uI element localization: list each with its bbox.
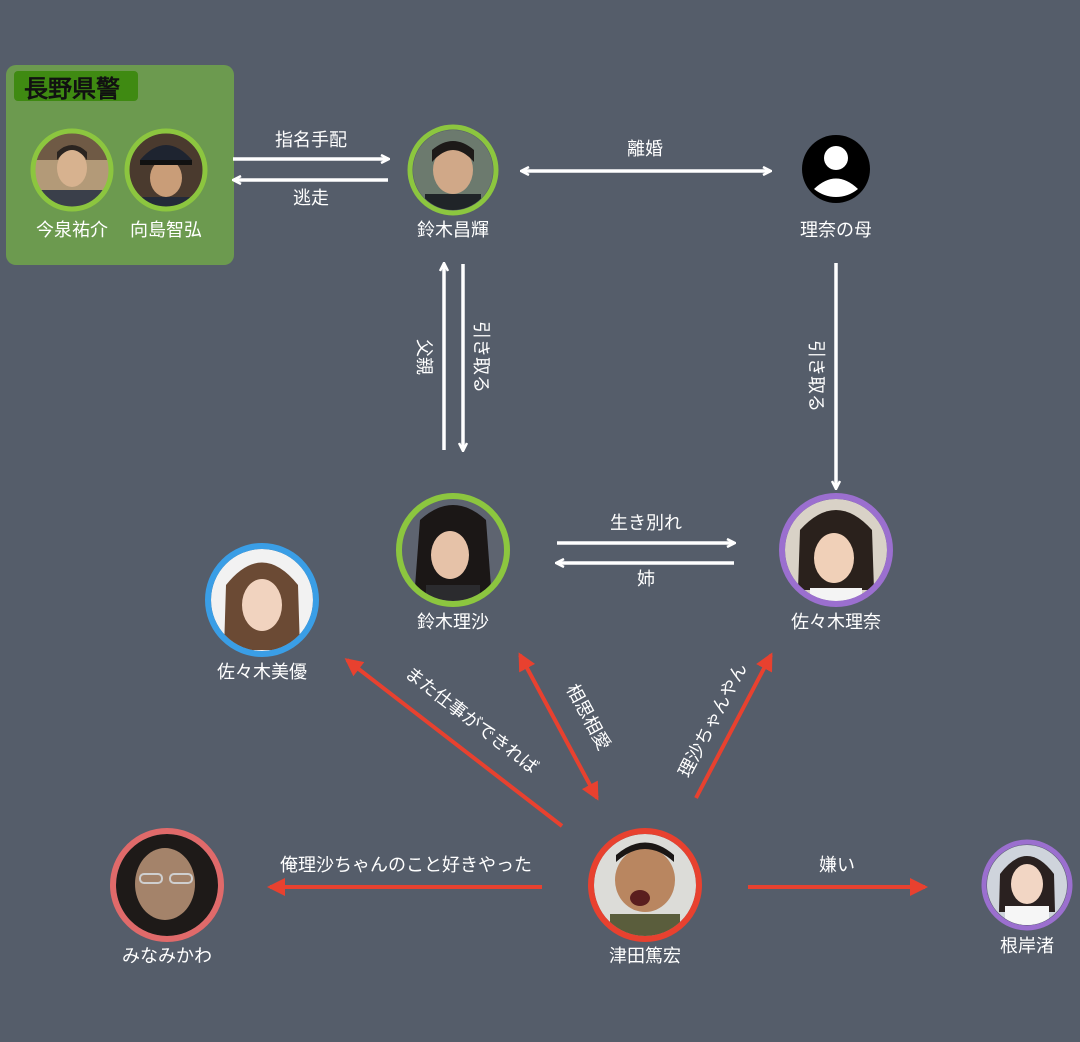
label-divorce: 離婚 (627, 139, 663, 160)
node-label-masaki: 鈴木昌輝 (417, 220, 489, 241)
red-edges (267, 652, 928, 896)
node-miyu[interactable]: 佐々木美優 (205, 543, 319, 683)
node-label-rina-mother: 理奈の母 (800, 220, 872, 241)
label-wanted: 指名手配 (275, 130, 347, 151)
node-label-imaizumi: 今泉祐介 (36, 220, 108, 241)
node-imaizumi[interactable]: 今泉祐介 (30, 128, 115, 241)
avatar-risa (402, 499, 504, 601)
node-label-rina: 佐々木理奈 (791, 612, 881, 633)
avatar-rina (785, 499, 887, 601)
label-take-in-masaki: 引き取る (470, 321, 491, 393)
node-negishi[interactable]: 根岸渚 (981, 839, 1073, 957)
edge-risa-chan (694, 652, 773, 799)
label-father: 父親 (413, 339, 434, 375)
node-masaki[interactable]: 鈴木昌輝 (407, 124, 500, 241)
avatar-miyu (211, 549, 313, 651)
label-escape: 逃走 (293, 188, 329, 209)
avatar-minamikawa (116, 834, 218, 936)
group-title-badge (14, 71, 138, 101)
avatar-mukaijima (129, 133, 203, 207)
node-label-mukaijima: 向島智弘 (130, 220, 202, 241)
node-label-minamikawa: みなみかわ (122, 946, 212, 967)
label-again-work: また仕事ができれば (401, 663, 542, 779)
avatar-negishi (987, 845, 1067, 925)
white-edges (233, 159, 836, 563)
node-label-miyu: 佐々木美優 (217, 662, 307, 683)
label-separated: 生き別れ (610, 513, 682, 534)
label-liked-risa: 俺理沙ちゃんのこと好きやった (280, 855, 532, 876)
node-risa[interactable]: 鈴木理沙 (396, 493, 510, 633)
label-sister: 姉 (637, 569, 655, 590)
node-minamikawa[interactable]: みなみかわ (110, 828, 224, 967)
node-label-negishi: 根岸渚 (1000, 936, 1054, 957)
edge-again-work (344, 658, 564, 828)
node-rina-mother[interactable]: 理奈の母 (800, 135, 872, 241)
group-title: 長野県警 (24, 75, 120, 103)
edge-labels: 指名手配 逃走 離婚 父親 引き取る 引き取る 生き別れ 姉 また仕事ができれば… (275, 130, 855, 876)
avatar-masaki (413, 130, 493, 210)
edge-mutual-love (518, 652, 599, 801)
avatar-tsuda (594, 834, 696, 936)
nagano-police-group: 長野県警 (6, 65, 234, 265)
node-label-risa: 鈴木理沙 (417, 612, 489, 633)
avatar-imaizumi (35, 133, 109, 207)
label-take-in-mother: 引き取る (805, 340, 826, 412)
label-dislike: 嫌い (819, 855, 855, 876)
node-rina[interactable]: 佐々木理奈 (779, 493, 893, 633)
node-mukaijima[interactable]: 向島智弘 (124, 128, 209, 241)
node-tsuda[interactable]: 津田篤宏 (588, 828, 702, 967)
user-silhouette-icon (802, 135, 870, 203)
node-label-tsuda: 津田篤宏 (609, 946, 681, 967)
